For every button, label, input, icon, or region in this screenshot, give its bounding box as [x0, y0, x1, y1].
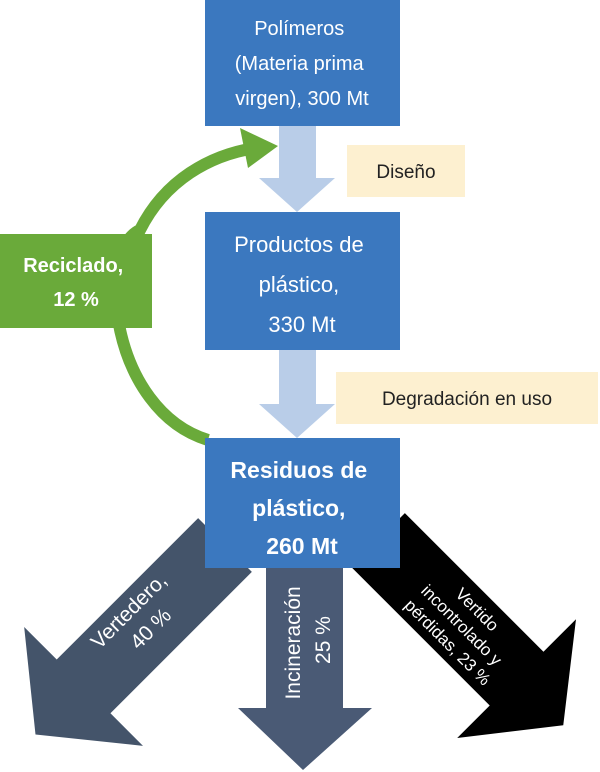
svg-text:Residuos de plástico,: Residuos de plástico, 260 Mt — [230, 457, 373, 559]
recycling-arrowhead — [240, 128, 278, 168]
incineration-line-1: Incineración — [282, 586, 305, 699]
waste-line-2: plástico, — [252, 495, 345, 521]
products-box — [205, 212, 400, 350]
recycling-box — [0, 234, 152, 328]
products-line-1: Productos de — [234, 232, 364, 257]
incineration-line-2: 25 % — [312, 616, 335, 664]
uncontrolled-arrow — [351, 513, 576, 738]
products-line-2: plástico, — [259, 272, 340, 297]
svg-text:Incineración 25 %: Incineración 25 % — [282, 580, 335, 699]
svg-text:Productos de plástico,: Productos de plástico, 330 Mt — [234, 232, 370, 337]
waste-line-3: 260 Mt — [266, 533, 338, 559]
design-note — [347, 145, 465, 197]
flow-arrow-degradation — [259, 350, 335, 438]
flow-arrow-design — [259, 126, 335, 212]
products-line-3: 330 Mt — [268, 312, 335, 337]
degradation-note-label: Degradación en uso — [382, 389, 552, 410]
waste-box — [205, 438, 400, 568]
recycling-line-1: Reciclado, — [23, 255, 123, 277]
polymers-line-1: Polímeros — [254, 18, 344, 40]
polymers-line-3: virgen), 300 Mt — [235, 88, 369, 110]
recycling-line-2: 12 % — [53, 289, 99, 311]
incineration-arrow — [238, 540, 372, 770]
waste-line-1: Residuos de — [230, 457, 367, 483]
degradation-note — [336, 372, 598, 424]
polymers-box — [205, 0, 400, 126]
polymers-line-2: (Materia prima — [235, 53, 365, 75]
svg-text:Polímeros (Materia prima: Polímeros (Materia prima virgen), 300 Mt — [235, 18, 369, 110]
svg-text:Reciclado, 12 %: Reciclado, 12 % — [23, 255, 129, 311]
design-note-label: Diseño — [376, 162, 435, 183]
landfill-arrow — [24, 518, 252, 746]
